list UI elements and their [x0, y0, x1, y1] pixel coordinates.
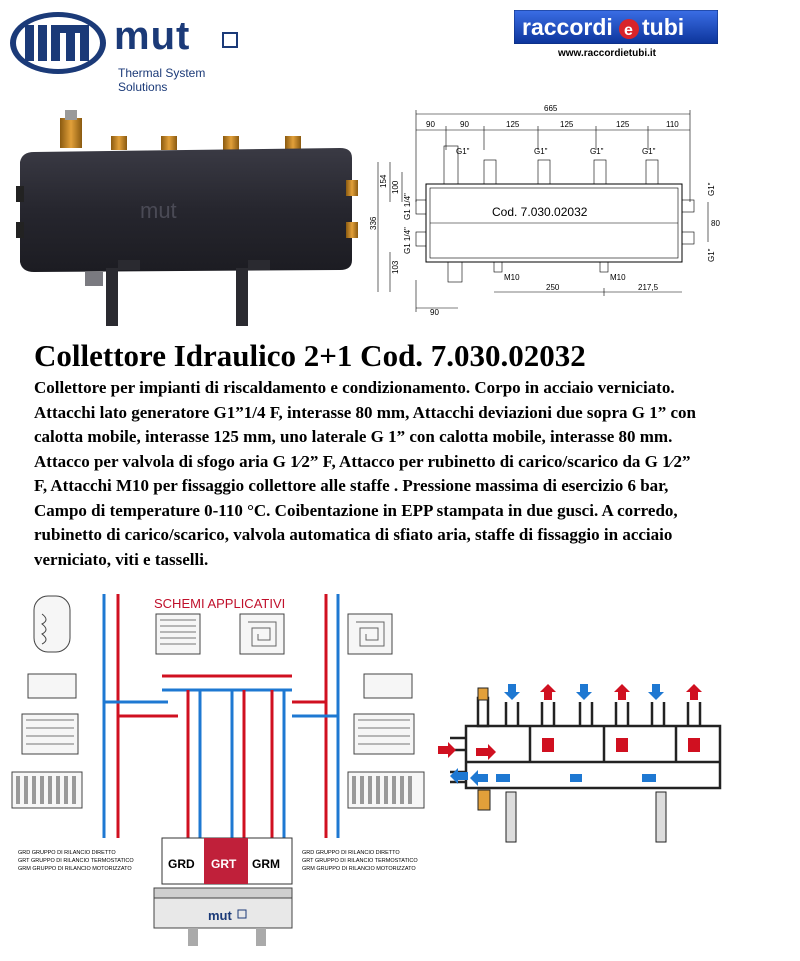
- fitting-label-7: G1 1/4": [403, 193, 412, 220]
- dim-top-2: 90: [460, 120, 469, 129]
- dim-left-3: 336: [369, 216, 378, 230]
- fitting-label-3: G1": [590, 147, 604, 156]
- mut-logo-text: mut: [114, 14, 191, 58]
- dim-left-2: 100: [391, 180, 400, 194]
- retailer-logo-text: raccordi: [522, 14, 613, 40]
- manifold-brand: mut: [208, 908, 233, 923]
- legend-right-1: GRD GRUPPO DI RILANCIO DIRETTO: [302, 850, 400, 856]
- mut-logo-square-icon: [222, 32, 238, 48]
- fitting-label-10: M10: [610, 273, 626, 282]
- dim-top-1: 90: [426, 120, 435, 129]
- legend-left-1: GRD GRUPPO DI RILANCIO DIRETTO: [18, 850, 116, 856]
- retailer-logo: raccordi e tubi www.raccordietubi.it: [514, 10, 718, 62]
- retailer-url: www.raccordietubi.it: [558, 48, 656, 59]
- dim-top-4: 125: [560, 120, 574, 129]
- legend-left-2: GRT GRUPPO DI RILANCIO TERMOSTATICO: [18, 858, 134, 864]
- mut-logo: mut Thermal System Solutions: [8, 10, 248, 94]
- dim-top-5: 125: [616, 120, 630, 129]
- group-label-grt: GRT: [211, 857, 237, 871]
- fitting-label-5: G1": [707, 182, 716, 196]
- mut-tagline: Thermal System Solutions: [118, 66, 206, 94]
- fitting-label-2: G1": [534, 147, 548, 156]
- fitting-label-6: G1": [707, 248, 716, 262]
- product-title: Collettore Idraulico 2+1 Cod. 7.030.0203…: [34, 338, 586, 373]
- svg-text:e: e: [624, 22, 633, 39]
- dim-top-3: 125: [506, 120, 520, 129]
- drawing-code-label: Cod. 7.030.02032: [492, 205, 588, 219]
- group-label-grd: GRD: [168, 857, 195, 871]
- application-schemes: SCHEMI APPLICATIVI: [8, 586, 438, 956]
- dim-bottom-1: 90: [430, 308, 439, 317]
- product-description: Collettore per impianti di riscaldamento…: [34, 378, 696, 569]
- retailer-logo-banner: raccordi e tubi: [514, 10, 718, 44]
- dim-overall-width: 665: [544, 104, 558, 113]
- schemes-title: SCHEMI APPLICATIVI: [154, 596, 285, 611]
- technical-drawing: 665 90 90 125 125 125 110 G1" G1" G1" G1…: [368, 102, 724, 317]
- legend-right-2: GRT GRUPPO DI RILANCIO TERMOSTATICO: [302, 858, 418, 864]
- dim-left-4: 103: [391, 260, 400, 274]
- dim-bottom-3: 217,5: [638, 283, 659, 292]
- fitting-label-4: G1": [642, 147, 656, 156]
- svg-text:tubi: tubi: [642, 14, 684, 40]
- dim-top-6: 110: [666, 120, 679, 129]
- fitting-label-8: G1 1/4": [403, 227, 412, 254]
- dim-left-1: 154: [379, 174, 388, 188]
- group-label-grm: GRM: [252, 857, 280, 871]
- mut-logo-mark: [10, 12, 106, 74]
- product-photo: mut: [10, 100, 370, 330]
- flow-diagram: [430, 678, 730, 848]
- legend-left-3: GRM GRUPPO DI RILANCIO MOTORIZZATO: [18, 866, 132, 872]
- dim-right-1: 80: [711, 219, 720, 228]
- svg-text:mut: mut: [140, 198, 177, 223]
- fitting-label-1: G1": [456, 147, 470, 156]
- dim-bottom-2: 250: [546, 283, 560, 292]
- fitting-label-9: M10: [504, 273, 520, 282]
- legend-right-3: GRM GRUPPO DI RILANCIO MOTORIZZATO: [302, 866, 416, 872]
